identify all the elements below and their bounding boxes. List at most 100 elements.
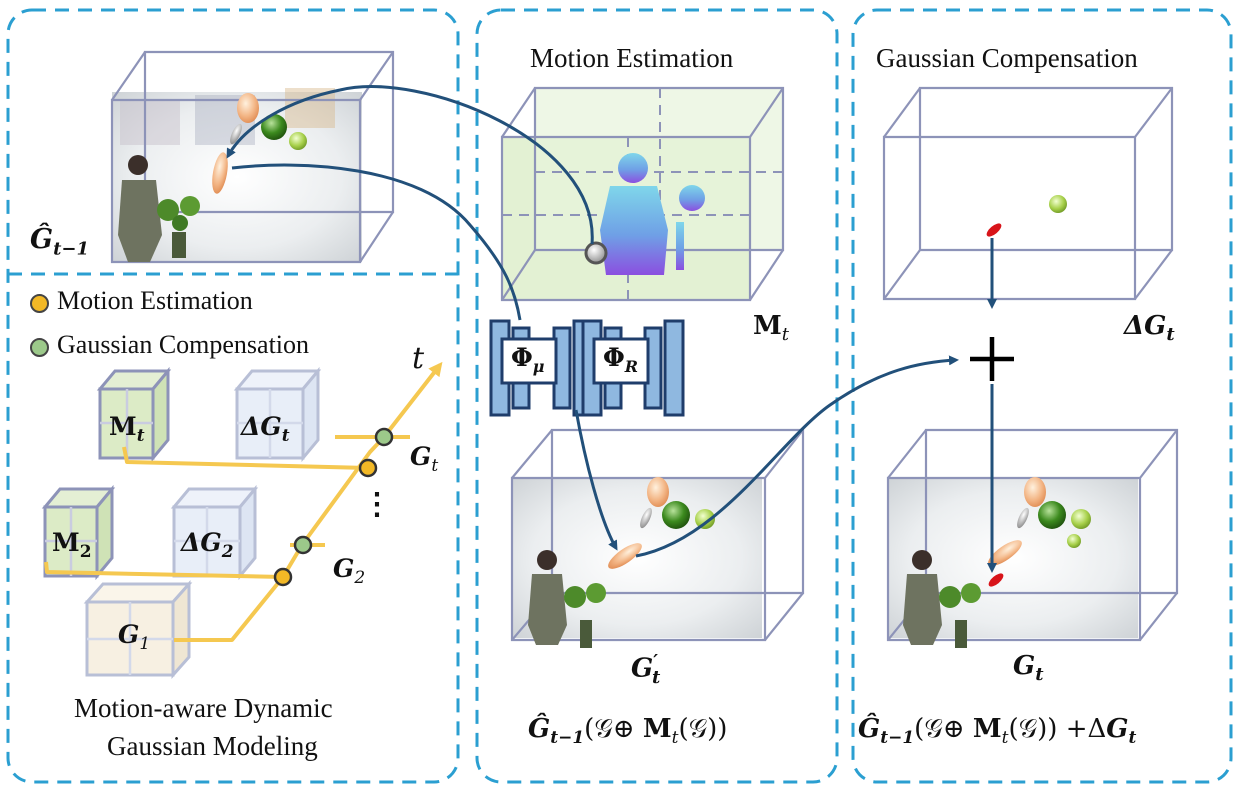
timeline-g-t-sub: t — [431, 456, 439, 476]
cube-dg-2-label: ΔG2 — [181, 530, 234, 561]
cube-dg-2 — [170, 484, 259, 581]
node-motion-2 — [273, 567, 293, 587]
cube-g-1-text: G — [118, 620, 140, 649]
right-formula: Ĝt−1(𝒢⊕ Mt(𝒢)) +ΔGt — [858, 716, 1136, 747]
timeline — [41, 361, 443, 679]
cube-dg-t-sub: t — [281, 426, 290, 446]
phi-mu-box — [500, 337, 558, 385]
plus-sign — [970, 337, 1014, 381]
cube-m-t-sub: t — [136, 426, 145, 446]
middle-result-text: G — [631, 653, 654, 684]
middle-result-sub: t — [651, 666, 661, 688]
legend-dot-compensation — [30, 337, 49, 357]
right-panel-title: Gaussian Compensation — [876, 43, 1138, 73]
timeline-ellipsis: ⋮ — [362, 487, 392, 522]
node-comp-t — [374, 427, 394, 447]
cube-m-2 — [41, 484, 116, 581]
middle-formula-body: (𝒢⊕ Mt(𝒢)) — [584, 714, 728, 749]
network-blocks — [489, 319, 685, 417]
arrow-motion-to-gaussian — [226, 85, 594, 245]
legend-item-motion: Motion Estimation — [30, 288, 253, 314]
right-formula-ghat: Ĝ — [858, 714, 881, 744]
legend-dot-motion — [30, 293, 49, 313]
phi-mu-label: Φμ — [511, 345, 545, 375]
middle-result-box — [510, 428, 805, 648]
cube-g-1-label: G1 — [118, 622, 150, 653]
gaussian-green — [261, 114, 287, 140]
delta-gaussian-lime — [1049, 195, 1067, 213]
node-comp-2 — [293, 535, 313, 555]
motion-box-label: Mt — [753, 313, 789, 344]
motion-box-label-text: M — [753, 311, 782, 341]
delta-box — [882, 86, 1174, 301]
left-caption-line1: Motion-aware Dynamic — [74, 693, 333, 723]
right-result-box — [886, 428, 1179, 648]
timeline-axis-label: t — [412, 341, 425, 376]
gaussian-gray — [230, 123, 242, 145]
node-motion-t — [358, 458, 378, 478]
left-panel-border — [6, 8, 460, 784]
cube-m-2-sub: 2 — [79, 542, 92, 562]
motion-silhouette — [600, 153, 705, 275]
left-scene-box — [110, 50, 395, 264]
timeline-g-2-sub: 2 — [354, 568, 366, 588]
cube-g-1-sub: 1 — [139, 634, 151, 654]
phi-mu-sub: μ — [532, 357, 545, 376]
right-formula-sub: t−1 — [880, 728, 915, 749]
timeline-g-2-text: G — [333, 554, 355, 583]
flow-arrows — [226, 85, 997, 573]
ghat-sub: t−1 — [53, 238, 89, 260]
arrow-network-to-result — [574, 409, 618, 551]
motion-box-label-sub: t — [781, 324, 790, 346]
gaussian-orange — [237, 93, 259, 123]
delta-box-label: ΔGt — [1124, 313, 1175, 344]
cube-m-t-label: Mt — [109, 414, 145, 445]
delta-gaussian-red — [986, 223, 1002, 237]
left-scene-label: Ĝt−1 — [30, 226, 89, 258]
timeline-g-2-label: G2 — [333, 556, 365, 587]
timeline-g-t-text: G — [410, 442, 432, 471]
cube-m-2-text: M — [52, 528, 80, 557]
motion-box — [500, 86, 785, 302]
phi-r-box — [592, 337, 650, 385]
person-figure-2 — [528, 550, 606, 648]
delta-box-label-text: ΔG — [1124, 311, 1167, 341]
arrow-result-to-plus — [635, 355, 959, 558]
middle-panel-border — [475, 8, 839, 784]
arrow-gaussian-to-network — [231, 163, 522, 321]
right-result-sub: t — [1035, 664, 1044, 686]
person-figure — [118, 155, 200, 262]
phi-r-label: ΦR — [603, 345, 638, 375]
middle-panel-title: Motion Estimation — [530, 43, 734, 73]
left-caption-line2: Gaussian Modeling — [107, 731, 318, 761]
middle-formula-ghat: Ĝ — [528, 714, 551, 744]
person-figure-3 — [903, 550, 981, 648]
right-result-text: G — [1013, 651, 1036, 681]
right-result-label: Gt — [1013, 653, 1044, 684]
timeline-g-t-label: Gt — [410, 444, 438, 475]
cube-dg-t-label: ΔGt — [241, 414, 290, 445]
phi-mu-text: Φ — [511, 343, 533, 372]
cube-dg-2-text: ΔG — [181, 528, 222, 557]
middle-formula: Ĝt−1(𝒢⊕ Mt(𝒢)) — [528, 716, 727, 747]
middle-formula-sub: t−1 — [550, 728, 585, 749]
ghat-g: Ĝ — [30, 224, 54, 255]
delta-box-label-sub: t — [1166, 324, 1175, 346]
legend-label-motion: Motion Estimation — [57, 286, 253, 315]
gaussian-lime — [289, 132, 307, 150]
legend-item-compensation: Gaussian Compensation — [30, 332, 309, 358]
motion-gaussian-gray — [584, 241, 608, 265]
middle-result-label: G′t — [631, 653, 660, 687]
cube-m-2-label: M2 — [52, 530, 92, 561]
gaussian-orange-moved — [212, 152, 228, 194]
right-panel-border — [851, 8, 1233, 784]
cube-dg-2-sub: 2 — [221, 542, 234, 562]
middle-result-prime: ′ — [653, 651, 658, 672]
phi-r-sub: R — [624, 357, 639, 376]
right-formula-body: (𝒢⊕ Mt(𝒢)) +ΔGt — [914, 714, 1137, 749]
cube-m-t — [96, 366, 172, 463]
cube-dg-t — [233, 366, 322, 463]
phi-r-text: Φ — [603, 343, 625, 372]
cube-dg-t-text: ΔG — [241, 412, 282, 441]
